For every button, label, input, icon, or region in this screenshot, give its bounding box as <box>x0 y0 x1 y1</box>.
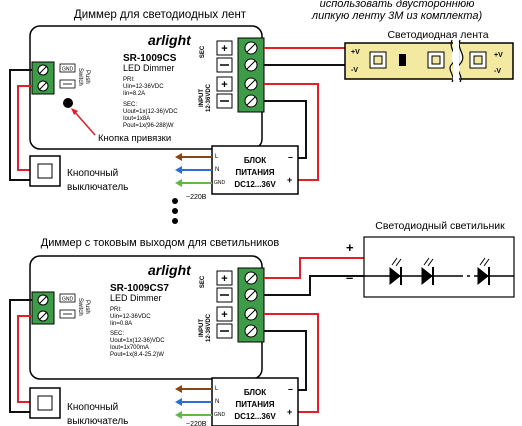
pri-2-2: Iin=0.8A <box>110 321 132 327</box>
push-switch-2[interactable] <box>29 387 61 419</box>
sec-2-0: SEC: <box>110 331 124 337</box>
pri-1-2: Iin=8.2A <box>123 91 145 97</box>
model-2: SR-1009CS7 <box>110 283 169 294</box>
strip-plus-1: +V <box>351 49 360 56</box>
sec-1-2: Iout=1x8A <box>123 116 150 122</box>
pri-1-1: Uin=12-36VDC <box>123 84 164 90</box>
subtitle-2: LED Dimmer <box>110 293 162 303</box>
psu2-L: L <box>215 386 219 392</box>
section1-title: Диммер для светодиодных лент <box>74 9 247 21</box>
pri-2-0: PRI: <box>110 307 122 313</box>
push-switch-1[interactable] <box>29 155 61 187</box>
led-strip: +V -V +V -V <box>344 39 514 83</box>
mains-label-2: ~220В <box>186 421 207 426</box>
brand-logo-1: arlight <box>148 32 192 48</box>
pri-1-0: PRI: <box>123 77 135 83</box>
strip-minus-1: -V <box>351 67 358 74</box>
psu2-plus: + <box>287 407 292 417</box>
subtitle-1: LED Dimmer <box>123 63 175 73</box>
strip-plus-2: +V <box>494 52 503 59</box>
plus-box-1b: + <box>221 79 227 91</box>
sec-2-2: Iout=1x700mA <box>110 345 149 351</box>
input-label-1b: 12-36VDC <box>206 83 212 112</box>
input-label-2a: INPUT <box>199 319 205 337</box>
psu1-minus: – <box>288 152 293 162</box>
psu2-l2: ПИТАНИЯ <box>236 400 275 409</box>
psu1-L: L <box>215 154 219 160</box>
note-line-1: использовать двустороннюю <box>320 0 475 10</box>
lamp-plus: + <box>346 240 354 255</box>
binding-button[interactable] <box>63 98 73 108</box>
sec-2-1: Uout=1x(12-36)VDC <box>110 338 165 344</box>
switch-label-1a: Кнопочный <box>67 168 118 179</box>
led-luminaire: + – <box>346 236 515 298</box>
brand-logo-2: arlight <box>148 262 192 278</box>
psu1-l3: DC12...36V <box>234 180 276 189</box>
button-label: Кнопка привязки <box>98 133 171 144</box>
push-1: Push <box>84 70 90 84</box>
input-label-2b: 12-36VDC <box>206 313 212 342</box>
section2-title: Диммер с токовым выходом для светильнико… <box>41 237 280 249</box>
sec-1-3: Pout=1x(96-288)W <box>123 123 174 129</box>
strip-title: Светодиодная лента <box>387 29 488 41</box>
sec-1-1: Uout=1x(12-36)VDC <box>123 109 178 115</box>
power-supply-2: БЛОК ПИТАНИЯ DC12...36V L N GND – + <box>211 377 299 426</box>
switch-label-1b: выключатель <box>67 182 128 193</box>
psu2-minus: – <box>288 384 293 394</box>
plus-box-2b: + <box>221 309 227 321</box>
psu2-l1: БЛОК <box>244 388 266 397</box>
switch-2: Switch <box>77 298 83 316</box>
model-1: SR-1009CS <box>123 53 177 64</box>
psu1-plus: + <box>287 175 292 185</box>
psu1-l1: БЛОК <box>244 156 266 165</box>
switch-1: Switch <box>77 68 83 86</box>
input-label-1a: INPUT <box>199 89 205 107</box>
note-line-2: липкую ленту 3M из комплекта) <box>311 10 483 22</box>
psu1-N: N <box>215 167 219 173</box>
lamp-minus: – <box>346 270 353 285</box>
switch-label-2a: Кнопочный <box>67 402 118 413</box>
psu2-N: N <box>215 399 219 405</box>
psu1-l2: ПИТАНИЯ <box>236 168 275 177</box>
sec-label-1: SEC <box>200 45 206 58</box>
dimmer-2: arlight SR-1009CS7 LED Dimmer PRI: Uin=1… <box>29 255 265 380</box>
push-2: Push <box>84 300 90 314</box>
sec-2-3: Pout=1x(8.4-25.2)W <box>110 352 164 358</box>
mains-label-1: ~220В <box>186 194 207 201</box>
pri-2-1: Uin=12-36VDC <box>110 314 151 320</box>
gnd-label-2: GND <box>62 297 74 303</box>
psu1-gnd: GND <box>214 180 226 186</box>
psu2-gnd: GND <box>214 412 226 418</box>
power-supply-1: БЛОК ПИТАНИЯ DC12...36V L N GND – + <box>211 145 299 195</box>
lamp-title: Светодиодный светильник <box>375 220 505 232</box>
switch-label-2b: выключатель <box>67 416 128 426</box>
plus-box-2a: + <box>221 273 227 285</box>
sec-label-2: SEC <box>200 275 206 288</box>
psu2-l3: DC12...36V <box>234 412 276 421</box>
dimmer-1: arlight SR-1009CS LED Dimmer PRI: Uin=12… <box>29 25 265 150</box>
plus-box-1a: + <box>221 43 227 55</box>
strip-minus-2: -V <box>494 68 501 75</box>
sec-1-0: SEC: <box>123 102 137 108</box>
gnd-label-1: GND <box>62 67 74 73</box>
